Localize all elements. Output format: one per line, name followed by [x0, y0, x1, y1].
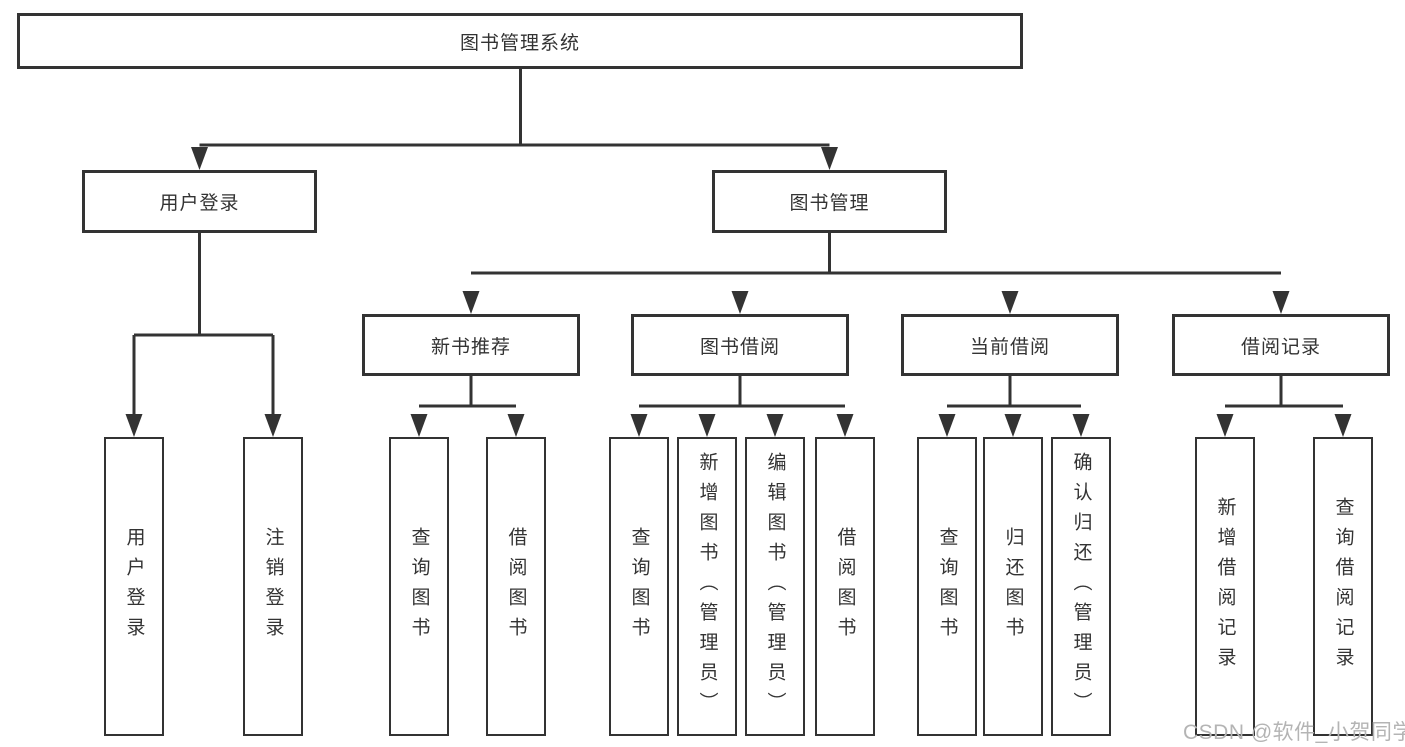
leaf-current-query-books: 查询图书 — [917, 437, 977, 736]
node-library-management-system: 图书管理系统 — [17, 13, 1023, 69]
node-book-borrowing: 图书借阅 — [631, 314, 849, 376]
leaf-current-confirm-return-admin: 确认归还（管理员） — [1051, 437, 1111, 736]
csdn-watermark: CSDN @软件_小贺同学 — [1183, 721, 1405, 744]
leaf-newbook-query-books: 查询图书 — [389, 437, 449, 736]
node-label: 查询图书 — [628, 526, 650, 647]
node-label: 编辑图书（管理员） — [764, 451, 786, 722]
node-label: 借阅记录 — [1240, 336, 1321, 358]
node-book-management: 图书管理 — [712, 170, 947, 233]
leaf-user-login: 用户登录 — [104, 437, 164, 736]
node-label: 归还图书 — [1002, 526, 1024, 647]
leaf-records-query-record: 查询借阅记录 — [1313, 437, 1373, 736]
node-label: 查询图书 — [408, 526, 430, 647]
node-label: 查询借阅记录 — [1332, 496, 1354, 677]
node-label: 图书管理系统 — [459, 32, 580, 54]
node-label: 借阅图书 — [834, 526, 856, 647]
node-label: 图书管理 — [789, 193, 870, 214]
leaf-logout-login: 注销登录 — [243, 437, 303, 736]
node-borrowing-records: 借阅记录 — [1172, 314, 1390, 376]
node-current-borrowing: 当前借阅 — [901, 314, 1119, 376]
node-label: 当前借阅 — [969, 336, 1050, 358]
leaf-borrowing-edit-books-admin: 编辑图书（管理员） — [745, 437, 805, 736]
node-label: 确认归还（管理员） — [1070, 451, 1092, 722]
leaf-records-add-record: 新增借阅记录 — [1195, 437, 1255, 736]
node-label: 借阅图书 — [505, 526, 527, 647]
leaf-current-return-books: 归还图书 — [983, 437, 1043, 736]
node-new-book-recommendation: 新书推荐 — [362, 314, 580, 376]
leaf-borrowing-add-books-admin: 新增图书（管理员） — [677, 437, 737, 736]
node-label: 新增图书（管理员） — [696, 451, 718, 722]
node-user-login: 用户登录 — [82, 170, 317, 233]
node-label: 图书借阅 — [699, 336, 780, 358]
node-label: 查询图书 — [936, 526, 958, 647]
leaf-newbook-borrow-books: 借阅图书 — [486, 437, 546, 736]
leaf-borrowing-query-books: 查询图书 — [609, 437, 669, 736]
node-label: 用户登录 — [123, 526, 145, 647]
node-label: 注销登录 — [262, 526, 284, 647]
node-label: 新书推荐 — [430, 336, 511, 358]
leaf-borrowing-borrow-books: 借阅图书 — [815, 437, 875, 736]
node-label: 新增借阅记录 — [1214, 496, 1236, 677]
node-label: 用户登录 — [159, 193, 240, 214]
